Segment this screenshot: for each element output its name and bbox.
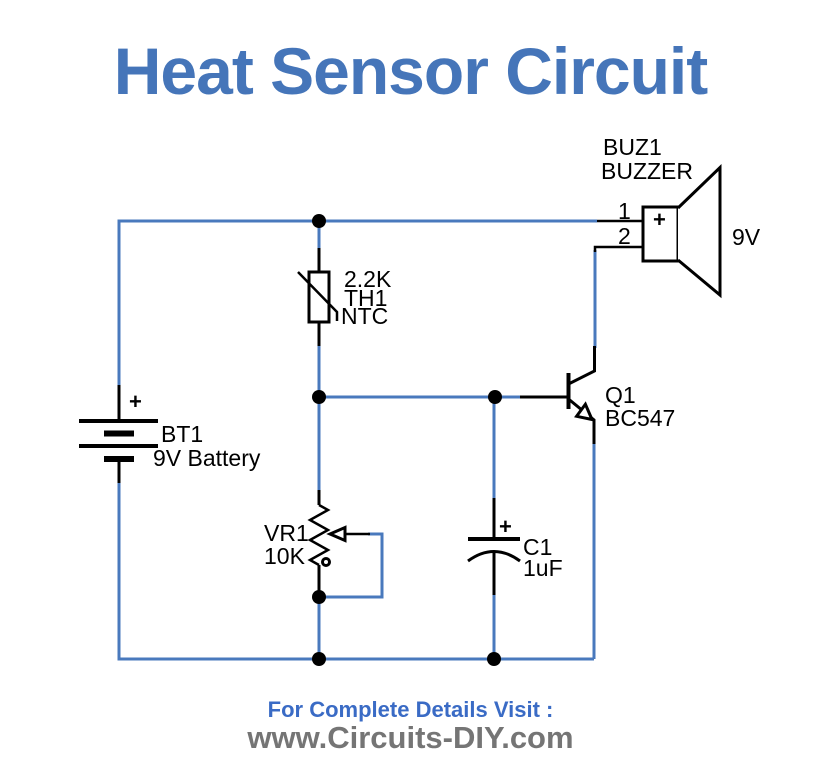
transistor-emitter — [567, 397, 596, 444]
transistor-value-label: BC547 — [605, 405, 675, 431]
pot-wiper-arrowhead — [326, 525, 347, 543]
transistor-emitter-arrowhead — [574, 401, 595, 422]
buzzer-voltage-label: 9V — [732, 224, 761, 250]
wire-top-and-left — [117, 219, 597, 385]
battery-plus-sign: + — [129, 389, 142, 414]
thermistor-symbol: 2.2K TH1 NTC — [297, 248, 392, 346]
pot-zigzag — [307, 503, 331, 567]
transistor-ref-label: Q1 — [605, 382, 636, 408]
junction-dot — [312, 590, 326, 604]
junction-dot — [312, 390, 326, 404]
buzzer-pin2-label: 2 — [618, 223, 631, 249]
battery-ref-label: BT1 — [161, 421, 203, 447]
transistor-symbol: Q1 BC547 — [520, 346, 675, 444]
pot-value-label: 10K — [264, 543, 306, 569]
buzzer-horn — [676, 163, 722, 299]
thermistor-ref-label: TH1 — [344, 285, 387, 311]
cap-value-label: 1uF — [523, 555, 563, 581]
footer-website-text: www.Circuits-DIY.com — [247, 720, 574, 755]
thermistor-body — [307, 270, 331, 324]
transistor-collector — [567, 346, 596, 386]
footer-visit-text: For Complete Details Visit : — [267, 697, 554, 722]
buzzer-name-label: BUZZER — [601, 158, 693, 184]
junction-dot — [488, 390, 502, 404]
buzzer-pin2-line — [593, 245, 643, 252]
buzzer-plus-sign: + — [653, 207, 666, 232]
cap-plus-sign: + — [499, 514, 512, 539]
cap-plate-curved — [467, 550, 521, 563]
junction-dot — [312, 214, 326, 228]
thermistor-diagonal — [297, 271, 339, 321]
capacitor-symbol: + C1 1uF — [467, 498, 563, 595]
pot-terminal-circle — [321, 557, 331, 567]
cap-ref-label: C1 — [523, 534, 552, 560]
battery-symbol: + BT1 9V Battery — [79, 385, 261, 483]
junction-dot — [312, 652, 326, 666]
battery-value-label: 9V Battery — [153, 445, 261, 471]
page-title: Heat Sensor Circuit — [113, 34, 709, 108]
wire-left-and-bottom — [117, 483, 594, 661]
buzzer-pin1-label: 1 — [618, 198, 631, 224]
potentiometer-symbol: VR1 10K — [264, 490, 370, 592]
pot-ref-label: VR1 — [264, 520, 309, 546]
thermistor-value-label: 2.2K — [344, 266, 392, 292]
wire-pot-wiper-loop — [321, 532, 384, 599]
junction-dots — [312, 214, 502, 666]
junction-dot — [487, 652, 501, 666]
thermistor-type-label: NTC — [341, 303, 388, 329]
buzzer-symbol: + 1 2 BUZ1 BUZZER 9V — [593, 134, 761, 299]
buzzer-ref-label: BUZ1 — [603, 134, 662, 160]
